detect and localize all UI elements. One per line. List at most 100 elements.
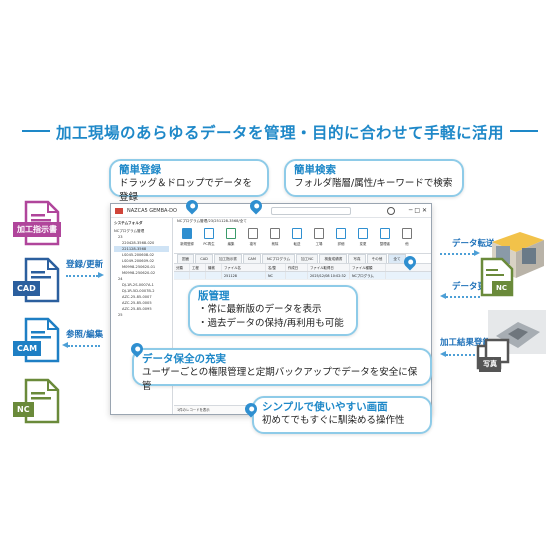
table-cell: 2025/12/08 10:02:32 [308,272,350,279]
arrow-right-icon [98,272,104,278]
callout-body: ドラッグ＆ドロップでデータを登録 [119,178,253,203]
headline-rule-left [22,130,50,132]
monitor-icon [204,228,214,239]
tree-item[interactable]: NCプログラム管理 [114,229,145,233]
ribbon-button-factory[interactable]: 工場 [308,228,330,252]
ribbon-button-pc[interactable]: PC再生 [198,228,220,252]
column-header[interactable]: 機械 [206,264,222,271]
callout-title: 版管理 [198,290,230,302]
factory-icon [314,228,324,239]
table-row[interactable]: 251128 NC 2025/12/08 10:02:32 NCプログラム [174,272,431,280]
callout-title: シンプルで使いやすい画面 [262,401,388,413]
ribbon-button-details[interactable]: 詳細 [330,228,352,252]
callout-simple-search: 簡単検索 フォルダ階層/属性/キーワードで検索 [284,159,464,197]
tree-item[interactable]: LS045-200608-02 [122,253,155,257]
arrow-left-icon [62,342,68,348]
column-header[interactable]: 作成日 [286,264,308,271]
callout-body: 初めてでもすぐに馴染める操作性 [262,415,405,426]
arrow-right-icon [474,250,480,256]
photo-label: 写真 [479,357,501,372]
callout-simple-register: 簡単登録 ドラッグ＆ドロップでデータを登録 [109,159,269,203]
document-icon [24,317,60,363]
tree-item[interactable]: LS049-200609-02 [122,259,155,263]
ribbon-button-delete[interactable]: 削除 [264,228,286,252]
search-input[interactable] [271,207,351,215]
tab-inspection[interactable]: 検査成績書 [319,254,348,263]
tab-nc-program[interactable]: NCプログラム [261,254,296,263]
column-header[interactable]: 名/整 [266,264,286,271]
ribbon-toolbar: 新規登録 PC再生 編集 複写 削除 転送 工場 詳細 変更 整理者 他 [174,224,431,254]
tree-item[interactable]: DJ-1R-2S-0007A-1 [122,283,154,287]
callout-version: 版管理 ・常に最新版のデータを表示 ・過去データの保持/再利用も可能 [188,285,358,336]
arrow-line-update [446,296,480,298]
tab-other[interactable]: その他 [366,254,388,263]
tree-item[interactable]: 220428-3568-020 [122,241,155,245]
window-controls[interactable]: ─ □ ✕ [408,207,427,214]
nc-label: NC [492,281,511,296]
ribbon-button-register[interactable]: 新規登録 [176,228,198,252]
organizer-icon [380,228,390,239]
tree-item[interactable]: 24 [118,277,123,281]
tree-item[interactable]: M0998-250620-01 [122,265,156,269]
arrow-label-register: 登録/更新 [66,260,104,270]
app-logo-icon [115,208,123,214]
column-header[interactable]: 工程 [190,264,206,271]
callout-title: データ保全の充実 [142,353,226,365]
table-cell: 251128 [222,272,266,279]
headline-rule-right [510,130,538,132]
arrow-label-transfer: データ転送 [452,239,495,249]
edit-icon [226,228,236,239]
table-cell: NCプログラム [350,272,386,279]
callout-body: フォルダ階層/属性/キーワードで検索 [294,178,453,189]
arrow-label-reference: 参照/編集 [66,330,104,340]
tree-item[interactable]: AZC-25-85-0007 [122,295,152,299]
tree-item[interactable]: 25 [118,313,123,317]
tree-item[interactable]: 23 [118,235,123,239]
arrow-label-update: データ更新 [452,282,495,292]
table-cell: NC [266,272,286,279]
document-icon [24,378,60,424]
tree-item[interactable]: M0998-250620-02 [122,271,156,275]
document-icon [24,257,60,303]
arrow-line-transfer [440,253,474,255]
column-header[interactable]: 分類 [174,264,190,271]
more-icon [402,228,412,239]
user-icon[interactable] [387,207,395,215]
callout-security: データ保全の充実 ユーザーごとの権限管理と定期バックアップでデータを安全に保管 [132,348,432,392]
tab-cad[interactable]: CAD [195,254,213,263]
tab-drawing[interactable]: 図面 [177,254,195,263]
ribbon-button-change[interactable]: 変更 [352,228,374,252]
tree-item[interactable]: DJ-1R-5D-0007B-2 [122,289,155,293]
column-header[interactable]: ファイル種類 [350,264,386,271]
ribbon-button-edit[interactable]: 編集 [220,228,242,252]
callout-body-line: ・過去データの保持/再利用も可能 [198,317,344,329]
arrow-line-result [446,354,486,356]
trash-icon [270,228,280,239]
headline: 加工現場のあらゆるデータを管理・目的に合わせて手軽に活用 [55,124,504,142]
ribbon-button-transfer[interactable]: 転送 [286,228,308,252]
tree-item[interactable]: AZC-25-85-0005 [122,301,152,305]
ribbon-button-other[interactable]: 他 [396,228,418,252]
arrow-line-register [66,275,98,277]
ribbon-button-organizer[interactable]: 整理者 [374,228,396,252]
tab-instruction[interactable]: 加工指示書 [213,254,242,263]
tab-cam[interactable]: CAM [242,254,261,263]
table-cell [206,272,222,279]
doc-label-cad: CAD [13,281,40,296]
tab-photo[interactable]: 写真 [348,254,366,263]
column-header[interactable]: ファイル名 [222,264,266,271]
arrow-left-icon [440,351,446,357]
column-header[interactable]: ファイル取得日 [308,264,350,271]
callout-simple-ui: シンプルで使いやすい画面 初めてでもすぐに馴染める操作性 [252,396,432,434]
arrow-left-icon [440,293,446,299]
tree-item-selected[interactable]: 221128-3568 [114,246,169,252]
callout-body: ユーザーごとの権限管理と定期バックアップでデータを安全に保管 [142,367,418,392]
title-bar: NAZCA5 GEMBA-DO ─ □ ✕ [111,204,431,218]
ribbon-button-copy[interactable]: 複写 [242,228,264,252]
tab-machining-nc[interactable]: 加工NC [296,254,319,263]
copy-icon [248,228,258,239]
sidebar-title: システムフォルダ [114,221,143,225]
tree-item[interactable]: AZC-25-85-0095 [122,307,152,311]
table-header: 分類 工程 機械 ファイル名 名/整 作成日 ファイル取得日 ファイル種類 [174,264,431,272]
doc-label-instruction: 加工指示書 [13,222,61,237]
